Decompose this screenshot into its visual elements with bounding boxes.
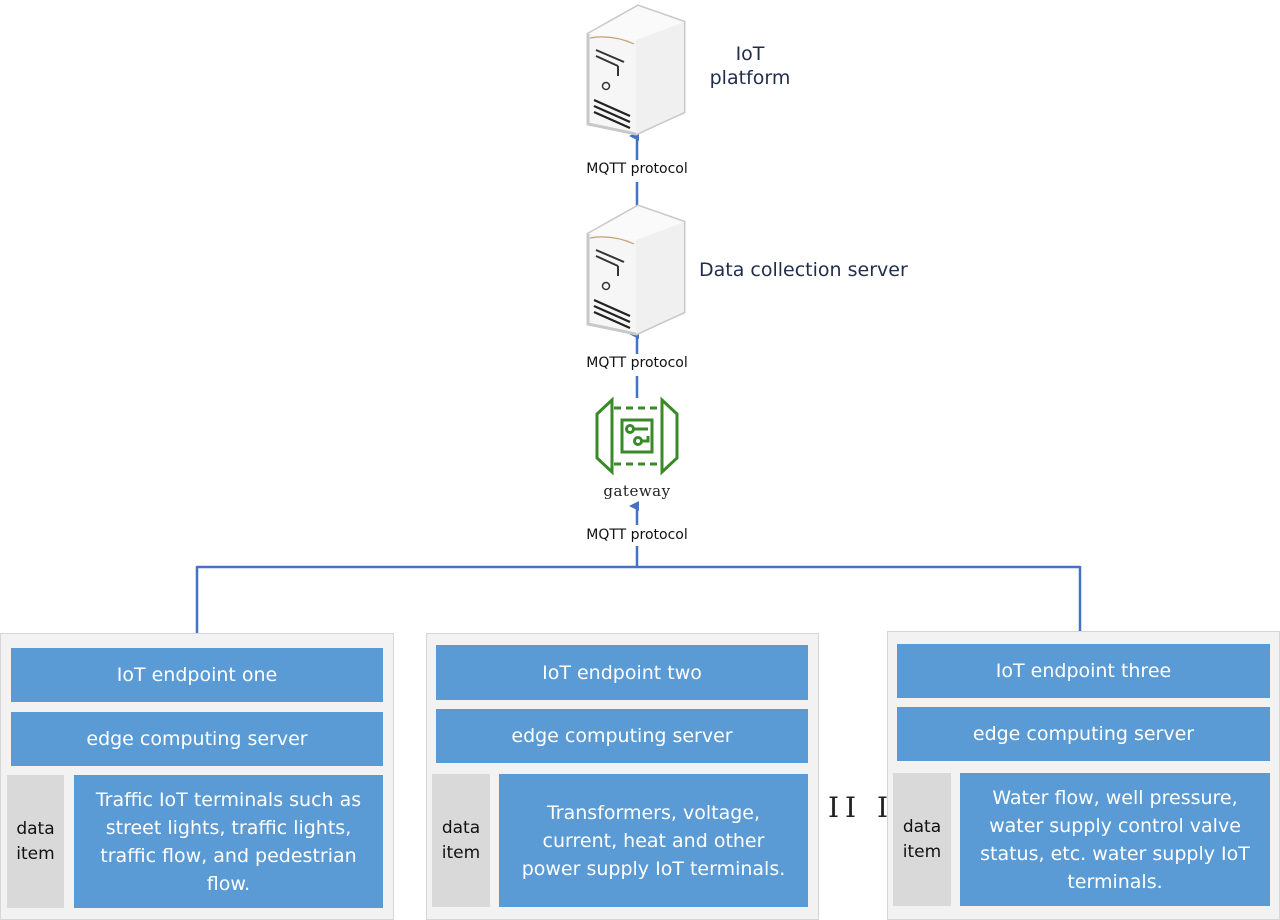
iot-platform-node[interactable]	[584, 0, 690, 138]
data-item-label: data item	[432, 774, 490, 907]
gateway-label: gateway	[603, 482, 671, 500]
data-item-description: Transformers, voltage, current, heat and…	[499, 774, 808, 907]
endpoint-title[interactable]: IoT endpoint three	[897, 644, 1270, 698]
server-icon	[586, 4, 686, 136]
data-collection-server-label: Data collection server	[699, 259, 908, 281]
edge-computing-server[interactable]: edge computing server	[436, 709, 808, 763]
gateway-icon	[595, 396, 679, 476]
data-item-description: Traffic IoT terminals such as street lig…	[74, 775, 383, 908]
mqtt-label-1: MQTT protocol	[586, 161, 688, 177]
gateway-node[interactable]	[594, 396, 680, 476]
iot-platform-label: IoT platform	[709, 43, 791, 89]
endpoint-title[interactable]: IoT endpoint one	[11, 648, 383, 702]
data-item-description: Water flow, well pressure, water supply …	[960, 773, 1270, 906]
data-item-label: data item	[893, 773, 951, 906]
mqtt-label-3: MQTT protocol	[586, 527, 688, 543]
mqtt-label-2: MQTT protocol	[586, 355, 688, 371]
server-icon	[586, 204, 686, 336]
edge-computing-server[interactable]: edge computing server	[897, 707, 1270, 761]
data-collection-server-node[interactable]	[584, 200, 690, 338]
endpoint-title[interactable]: IoT endpoint two	[436, 645, 808, 700]
data-item-label: data item	[7, 775, 64, 908]
edge-computing-server[interactable]: edge computing server	[11, 712, 383, 766]
